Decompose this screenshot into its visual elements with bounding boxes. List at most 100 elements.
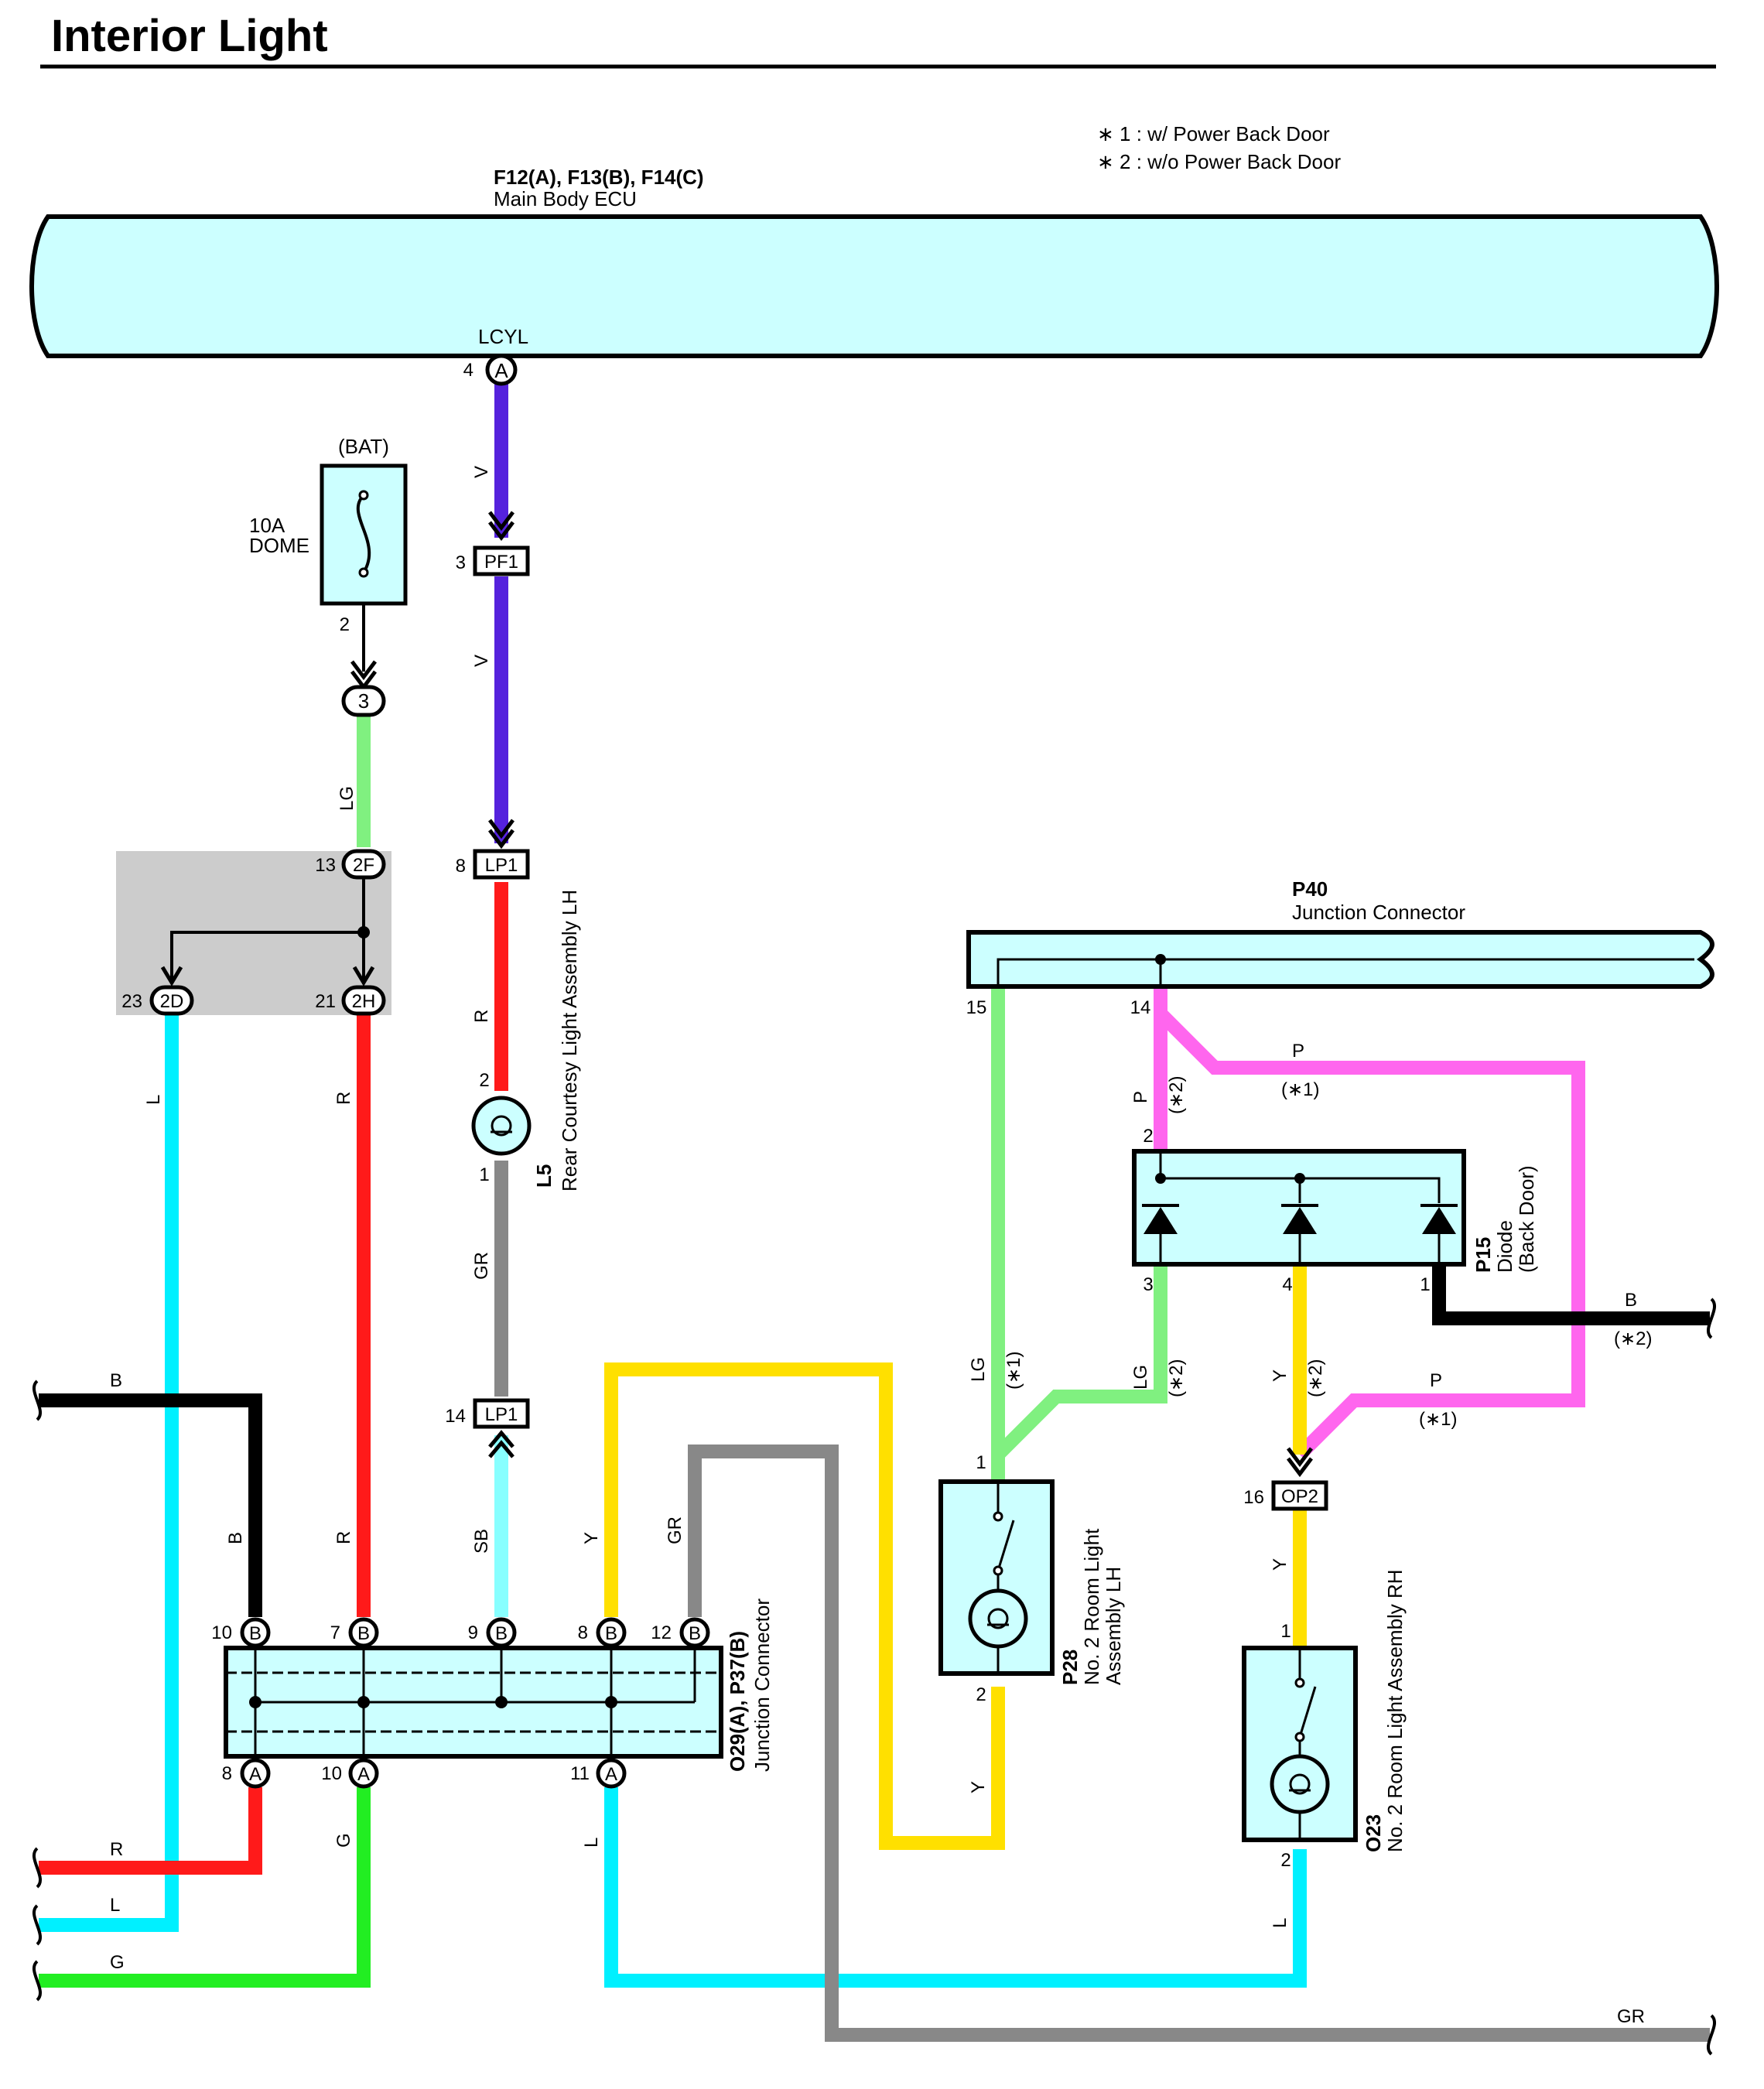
lamp-icon <box>1270 1754 1330 1840</box>
l5-code: L5 <box>532 1164 556 1188</box>
pin-a11: A 11 <box>570 1758 627 1789</box>
svg-text:B: B <box>495 1623 508 1644</box>
l5-name: Rear Courtesy Light Assembly LH <box>558 890 581 1192</box>
pin-number: 3 <box>456 552 466 573</box>
wire-label: LG <box>1130 1365 1151 1390</box>
pin-number: 10 <box>321 1763 342 1784</box>
pin-number: 11 <box>570 1763 590 1784</box>
dome-fuse: (BAT) 10A DOME 2 <box>249 435 408 691</box>
wire-b-p15 <box>1432 1261 1710 1325</box>
wire-label: B <box>1625 1290 1637 1311</box>
svg-text:2D: 2D <box>160 991 184 1012</box>
p40-code: P40 <box>1292 877 1328 901</box>
wire-label: R <box>110 1839 123 1860</box>
svg-text:B: B <box>605 1623 617 1644</box>
ecu-name: Main Body ECU <box>494 187 637 210</box>
wire-labels: V V LG R GR SB L R B B R Y GR G L R L G … <box>110 466 1652 2027</box>
connector-lp1-upper: LP1 8 <box>456 819 530 880</box>
o23-name: No. 2 Room Light Assembly RH <box>1383 1569 1407 1852</box>
wire-label: L <box>581 1838 602 1848</box>
connector-label: PF1 <box>484 552 518 573</box>
connector-2d: 2D 23 <box>121 985 194 1016</box>
wire-label: R <box>333 1092 354 1105</box>
room-light-rh: 1 2 O23 No. 2 Room Light Assembly RH <box>1242 1569 1407 1871</box>
fuse-source: (BAT) <box>338 435 389 458</box>
pin-number: 2 <box>1143 1126 1153 1147</box>
connector-op2: OP2 16 <box>1243 1447 1328 1511</box>
pin-number: 13 <box>315 855 336 876</box>
pin-number: 2 <box>340 614 350 635</box>
pin-number: 4 <box>1282 1274 1292 1295</box>
wire-label: B <box>110 1370 122 1391</box>
wire-label: P <box>1292 1041 1304 1062</box>
svg-text:A: A <box>249 1764 262 1785</box>
wire-label: G <box>333 1833 354 1848</box>
variant-label: (∗2) <box>1166 1359 1187 1397</box>
variant-label: (∗1) <box>1419 1409 1457 1430</box>
o29-code: O29(A), P37(B) <box>726 1631 749 1772</box>
wire-label: L <box>1270 1918 1291 1928</box>
junction-connector-o29: B 10 B 7 B 9 B 8 B 12 A 8 <box>211 1598 774 1789</box>
pin-number: 2 <box>1280 1850 1291 1871</box>
p15-sub: (Back Door) <box>1515 1165 1538 1273</box>
diode-back-door: 2 3 4 1 P15 Diode (Back Door) <box>1132 1126 1538 1295</box>
wire-label: G <box>110 1952 125 1973</box>
pin-number: 8 <box>456 856 466 877</box>
wire-r-bottom <box>39 1787 262 1875</box>
pin-number: 8 <box>222 1763 232 1784</box>
wire-label: Y <box>581 1532 602 1544</box>
p15-name: Diode <box>1493 1220 1516 1273</box>
wire-p-loop <box>1155 1008 1585 1460</box>
connector-label: LP1 <box>485 855 518 876</box>
wire-label: GR <box>665 1516 685 1544</box>
wire-label: P <box>1130 1091 1151 1103</box>
fuse-box <box>320 463 408 606</box>
wire-label: L <box>143 1095 164 1105</box>
junction-connector-p40: P40 Junction Connector 15 14 <box>966 877 1714 1018</box>
wire-label: B <box>225 1532 246 1544</box>
pin-a8: A 8 <box>222 1758 271 1789</box>
wire-y-b8 <box>604 1362 1005 1850</box>
pin-a10: A 10 <box>321 1758 379 1789</box>
pin-b10: B 10 <box>211 1617 271 1648</box>
wire-break-marks <box>32 1298 1717 2056</box>
pin-number: 14 <box>1130 997 1151 1018</box>
note-2: ∗ 2 : w/o Power Back Door <box>1097 150 1341 173</box>
p28-name-1: No. 2 Room Light <box>1080 1528 1103 1685</box>
wire-gr-b12 <box>688 1445 1710 2042</box>
wire-lg-p15 <box>993 1261 1167 1460</box>
wire-label: Y <box>1270 1558 1291 1571</box>
svg-text:3: 3 <box>358 689 369 713</box>
lamp-icon <box>968 1588 1028 1674</box>
wire-label: R <box>333 1531 354 1544</box>
splice-block: 2F 13 2D 23 2H 21 <box>116 849 391 1016</box>
switch-icon <box>993 1482 1015 1590</box>
wire-label: LG <box>337 786 357 811</box>
wire-g-bottom <box>39 1787 371 1988</box>
pin-number: 21 <box>315 991 336 1012</box>
wire-label: LG <box>968 1357 989 1382</box>
variant-label: (∗2) <box>1305 1359 1326 1397</box>
wire-label: Y <box>1270 1369 1291 1382</box>
switch-icon <box>1294 1648 1317 1756</box>
pin-number: 14 <box>445 1406 466 1427</box>
pin-b7: B 7 <box>330 1617 379 1648</box>
variant-label: (∗2) <box>1614 1328 1652 1349</box>
p28-name-2: Assembly LH <box>1102 1567 1125 1685</box>
connector-label: LP1 <box>485 1404 518 1425</box>
connector-2h: 2H 21 <box>315 985 386 1016</box>
pin-number: 3 <box>1143 1274 1153 1295</box>
p40-name: Junction Connector <box>1292 901 1465 924</box>
connector-label: A <box>494 359 508 382</box>
connector-label: OP2 <box>1281 1486 1318 1507</box>
pin-number: 12 <box>651 1622 672 1643</box>
pin-b8: B 8 <box>578 1617 627 1648</box>
variant-label: (∗2) <box>1166 1076 1187 1114</box>
p15-code: P15 <box>1472 1237 1495 1273</box>
o23-code: O23 <box>1362 1814 1385 1852</box>
page-title: Interior Light <box>51 11 328 61</box>
wire-label: L <box>110 1895 120 1916</box>
pin-number: 15 <box>966 997 987 1018</box>
pin-number: 2 <box>976 1684 986 1705</box>
variant-label: (∗1) <box>1003 1352 1024 1390</box>
